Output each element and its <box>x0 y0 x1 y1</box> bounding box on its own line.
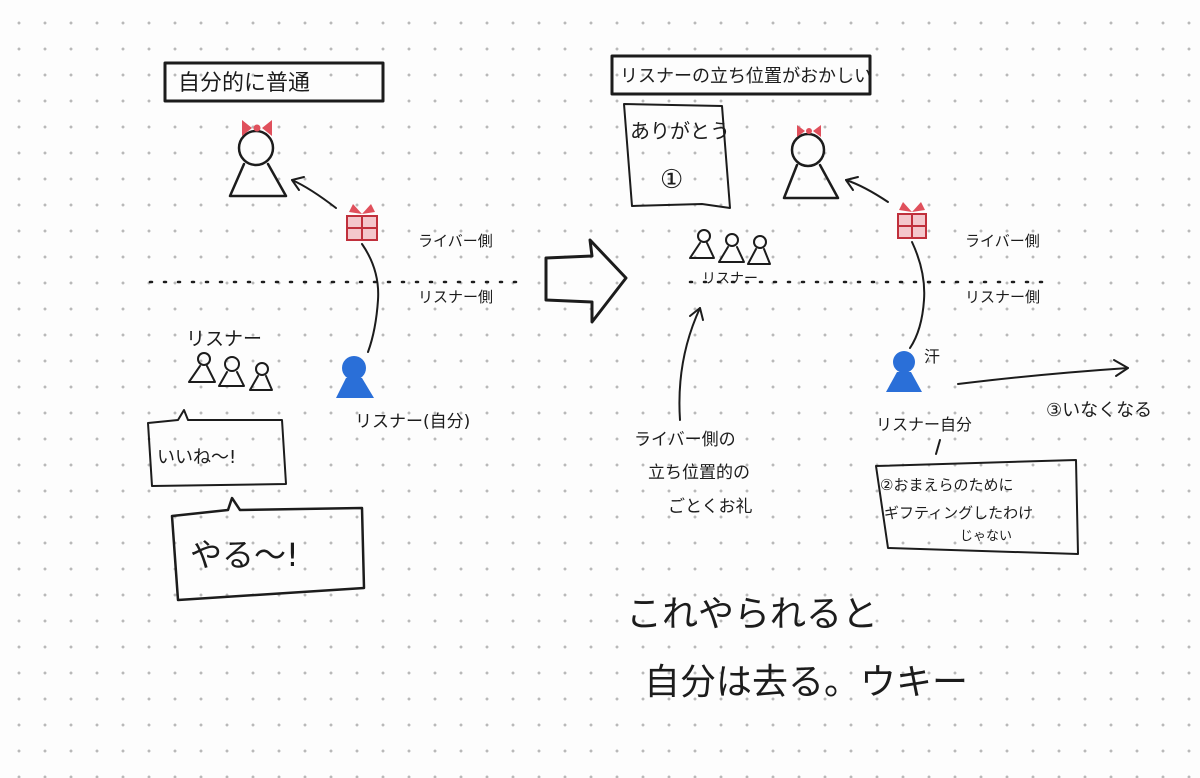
left-liver-side-label: ライバー側 <box>418 232 493 250</box>
left-bubble-1: いいね〜! <box>148 410 286 486</box>
right-listener-side-label: リスナー側 <box>965 288 1040 306</box>
right-liver-side-label: ライバー側 <box>965 232 1040 250</box>
svg-text:ギフティングしたわけ: ギフティングしたわけ <box>884 504 1033 522</box>
sweat-mark: 汗 <box>924 347 940 366</box>
note-line-1: ライバー側の <box>634 430 736 450</box>
svg-text:ありがとう: ありがとう <box>630 119 730 143</box>
right-liver-figure <box>784 125 838 198</box>
left-self-label: リスナー(自分) <box>355 412 470 432</box>
right-gift-icon <box>898 202 926 238</box>
left-panel: 自分的に普通 ライバー側 リスナー側 リスナー(自分 <box>148 63 520 600</box>
note-line-3: ごとくお礼 <box>668 497 753 517</box>
svg-text:②おまえらのために: ②おまえらのために <box>880 476 1013 494</box>
right-up-arrow <box>679 308 700 420</box>
leave-arrow <box>958 368 1128 384</box>
svg-text:やる〜!: やる〜! <box>190 536 299 574</box>
conclusion-line-2: 自分は去る。ウキー <box>644 662 968 703</box>
right-self-figure <box>886 351 922 392</box>
right-self-line <box>910 242 924 348</box>
left-title: 自分的に普通 <box>178 71 310 96</box>
left-self-line <box>362 244 378 352</box>
left-gift-icon <box>347 204 377 240</box>
step-3-label: ③いなくなる <box>1046 400 1152 421</box>
right-title: リスナーの立ち位置がおかしい <box>620 66 872 87</box>
left-liver-figure <box>230 120 286 196</box>
svg-text:いいね〜!: いいね〜! <box>157 447 236 468</box>
thanks-note: ありがとう ① <box>624 104 730 208</box>
right-gift-arrow <box>846 180 888 202</box>
left-listeners-label: リスナー <box>186 328 262 350</box>
right-panel: リスナーの立ち位置がおかしい ありがとう ① ライバー側 リスナー側 <box>612 56 1152 554</box>
left-self-figure <box>336 356 374 398</box>
right-self-label: リスナー自分 <box>876 415 972 434</box>
left-gift-arrow <box>292 180 336 208</box>
left-listener-side-label: リスナー側 <box>418 288 493 306</box>
transition-arrow-icon <box>546 240 626 322</box>
left-bubble-2: やる〜! <box>172 498 364 600</box>
conclusion-line-1: これやられると <box>626 594 878 635</box>
left-listeners-icon <box>189 353 272 390</box>
step-2-note: ②おまえらのために ギフティングしたわけ じゃない <box>876 460 1078 554</box>
svg-text:じゃない: じゃない <box>960 529 1012 544</box>
right-listeners-label: リスナー <box>702 271 758 287</box>
right-listeners-icon <box>690 230 770 264</box>
step-1-marker: ① <box>660 165 683 195</box>
note-line-2: 立ち位置的の <box>648 463 750 483</box>
